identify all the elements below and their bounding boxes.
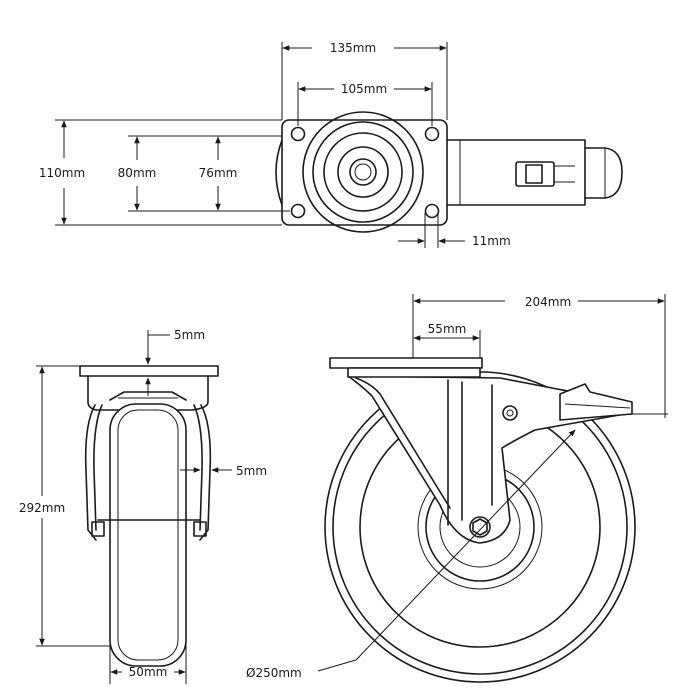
wheel-diameter-label: Ø250mm [246,666,302,680]
offset-label: 55mm [428,322,467,336]
swivel-rings [302,111,424,233]
side-view: 204mm 55mm Ø250mm [246,294,668,683]
side-plate [329,357,483,369]
side-fork [347,375,626,544]
wheel-width-label: 50mm [129,665,168,679]
plate-height-label: 110mm [39,166,85,180]
brake-housing [439,139,623,206]
mounting-holes [290,126,440,219]
overall-length-label: 204mm [525,295,571,309]
plate-depth-label: 80mm [118,166,157,180]
fork-thickness-label: 5mm [236,464,267,478]
front-view: 5mm 5mm 292mm 50mm [19,328,267,684]
overall-height-label: 292mm [19,501,65,515]
front-wheel [109,403,187,667]
front-plate [79,365,219,377]
top-view: 135mm 105mm 110mm 80mm 76mm 11mm [39,41,623,248]
hole-diameter-label: 11mm [472,234,511,248]
plate-thickness-label: 5mm [174,328,205,342]
top-width-label: 135mm [330,41,376,55]
hole-spacing-y-label: 76mm [199,166,238,180]
hole-spacing-x-label: 105mm [341,82,387,96]
